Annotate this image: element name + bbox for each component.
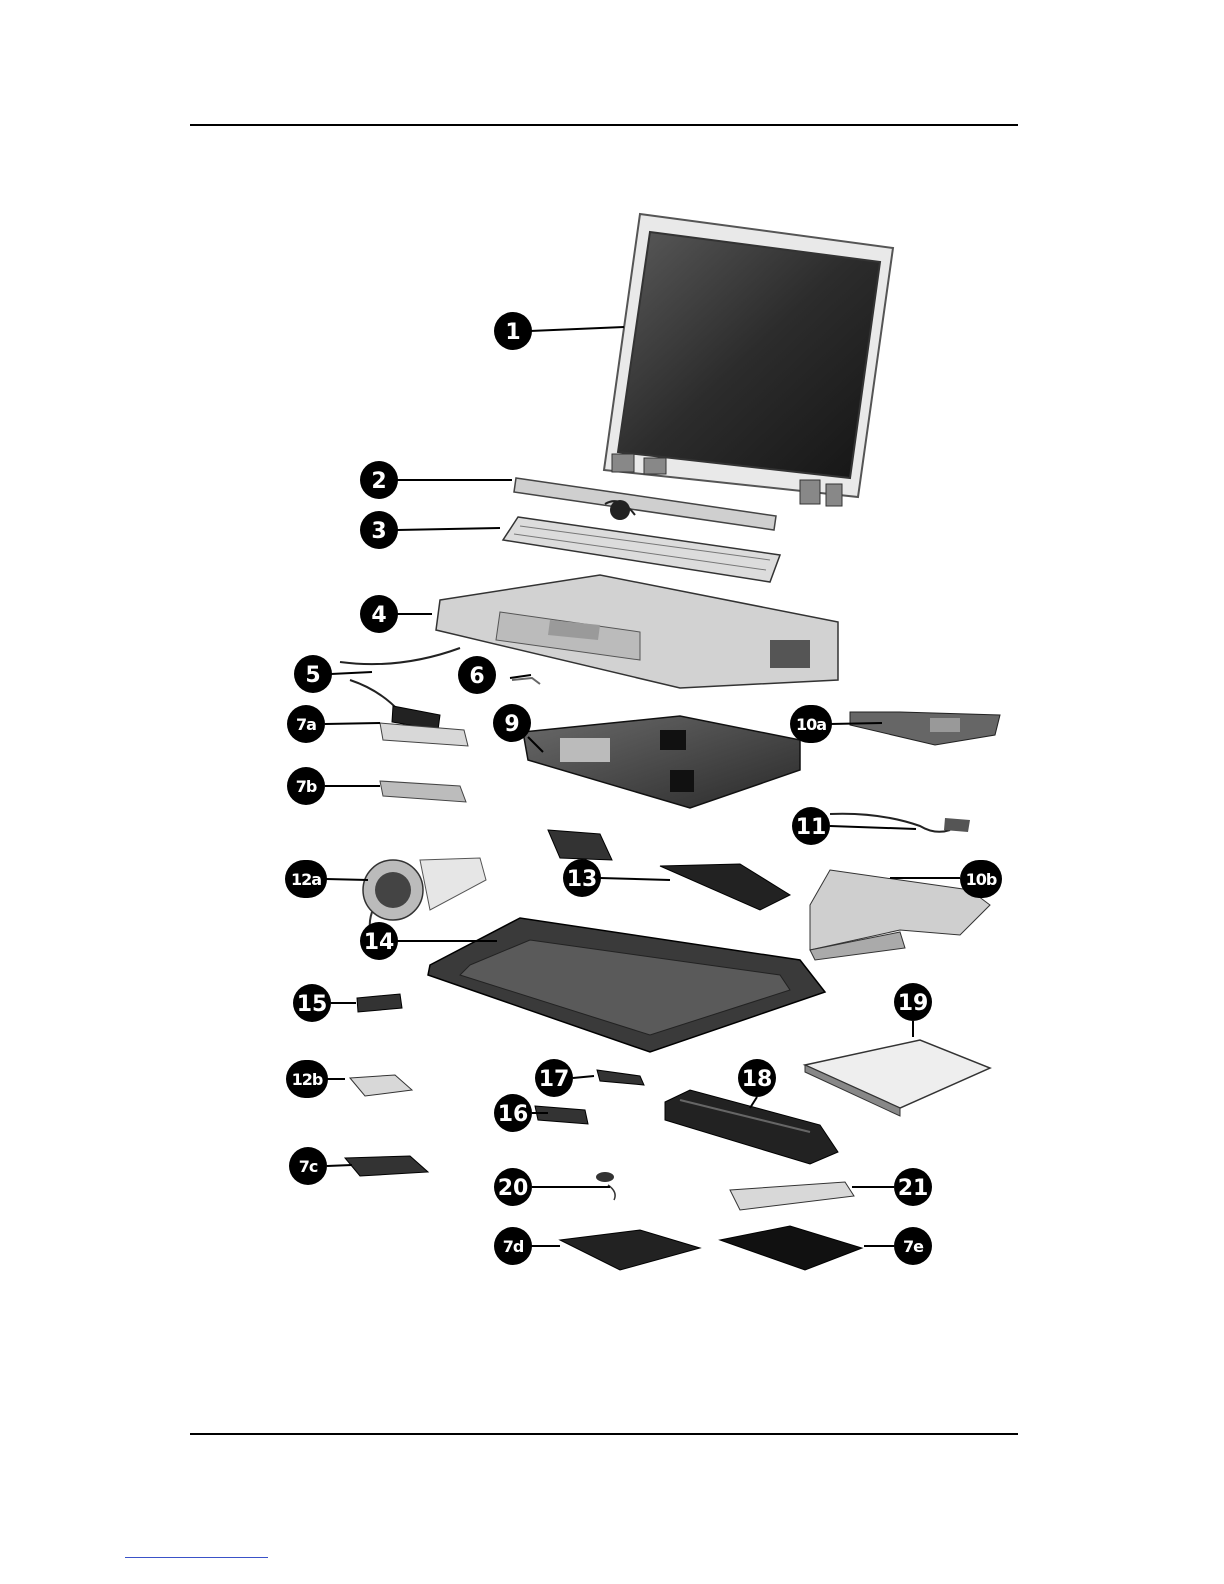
callout-7c-label: 7c <box>299 1157 318 1176</box>
wlan-module <box>340 648 460 730</box>
callout-4-label: 4 <box>371 603 386 628</box>
callout-3-label: 3 <box>371 519 386 544</box>
callout-5: 5 <box>294 655 332 693</box>
callout-19: 19 <box>894 983 932 1021</box>
callout-9-label: 9 <box>504 712 519 737</box>
callout-12a-label: 12a <box>291 870 321 889</box>
callout-5-label: 5 <box>305 663 320 688</box>
callout-21-label: 21 <box>898 1176 929 1201</box>
heat-sink-12b <box>350 1075 412 1096</box>
callout-21: 21 <box>894 1168 932 1206</box>
callout-11: 11 <box>792 807 830 845</box>
callout-1: 1 <box>494 312 532 350</box>
callout-16-label: 16 <box>498 1102 529 1127</box>
callout-7b-label: 7b <box>296 777 317 796</box>
callout-7b: 7b <box>287 767 325 805</box>
callout-15-label: 15 <box>297 992 328 1017</box>
callout-17: 17 <box>535 1059 573 1097</box>
top-cover <box>436 575 838 688</box>
display-assembly <box>604 214 893 506</box>
callout-20: 20 <box>494 1168 532 1206</box>
callout-6: 6 <box>458 656 496 694</box>
callout-14: 14 <box>360 922 398 960</box>
callout-14-label: 14 <box>364 930 395 955</box>
callout-19-label: 19 <box>898 991 929 1016</box>
keyboard <box>503 517 780 582</box>
callout-7e: 7e <box>894 1227 932 1265</box>
memory-17 <box>597 1070 644 1085</box>
cover-7e <box>720 1226 862 1270</box>
system-board <box>523 716 800 808</box>
callout-2: 2 <box>360 461 398 499</box>
callout-15: 15 <box>293 984 331 1022</box>
callout-10a: 10a <box>790 705 832 743</box>
callout-13: 13 <box>563 859 601 897</box>
callout-20-label: 20 <box>498 1176 529 1201</box>
callout-1-label: 1 <box>505 320 520 345</box>
callout-3: 3 <box>360 511 398 549</box>
part-15 <box>357 994 402 1012</box>
board-10a <box>850 712 1000 745</box>
callout-7e-label: 7e <box>903 1237 924 1256</box>
callout-10b-label: 10b <box>966 870 997 889</box>
callout-10b: 10b <box>960 860 1002 898</box>
callout-18: 18 <box>738 1059 776 1097</box>
cover-7d <box>560 1230 700 1270</box>
callout-11-label: 11 <box>796 815 827 840</box>
callout-18-label: 18 <box>742 1067 773 1092</box>
callout-7a-label: 7a <box>296 715 316 734</box>
callout-2-label: 2 <box>371 469 386 494</box>
callout-4: 4 <box>360 595 398 633</box>
callout-12b-label: 12b <box>292 1070 323 1089</box>
callout-7d: 7d <box>494 1227 532 1265</box>
callout-10a-label: 10a <box>796 715 826 734</box>
callout-6-label: 6 <box>469 664 484 689</box>
callout-12b: 12b <box>286 1060 328 1098</box>
callout-7d-label: 7d <box>503 1237 524 1256</box>
callout-7c: 7c <box>289 1147 327 1185</box>
callout-7a: 7a <box>287 705 325 743</box>
callout-17-label: 17 <box>539 1067 570 1092</box>
memory-16 <box>535 1106 588 1124</box>
base-enclosure <box>428 918 825 1052</box>
card-7a <box>380 723 468 746</box>
callout-16: 16 <box>494 1094 532 1132</box>
hard-drive <box>730 1182 854 1210</box>
battery-pack <box>665 1090 838 1164</box>
card-7b <box>380 781 466 802</box>
optical-drive <box>805 1040 990 1116</box>
cover-7c <box>345 1156 428 1176</box>
cable <box>512 678 540 684</box>
callout-13-label: 13 <box>567 867 598 892</box>
callout-9: 9 <box>493 704 531 742</box>
callout-12a: 12a <box>285 860 327 898</box>
